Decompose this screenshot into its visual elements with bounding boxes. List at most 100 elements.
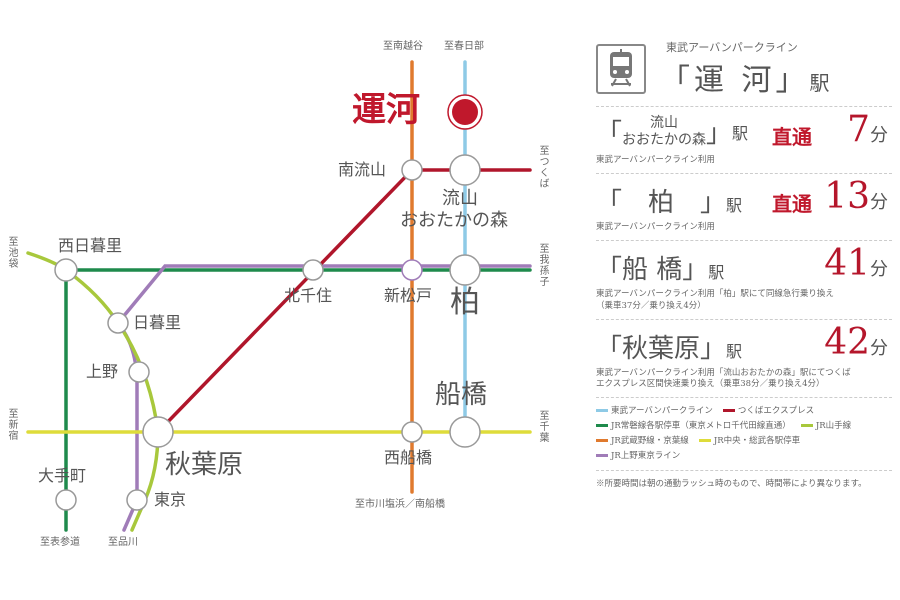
label-minaminagareyama: 南流山 <box>338 160 387 179</box>
train-icon <box>596 44 646 94</box>
label-nippori: 日暮里 <box>133 313 182 332</box>
legend-label: JR中央・総武各駅停車 <box>713 436 801 447</box>
label-tokyo: 東京 <box>154 490 187 509</box>
route-name-line1: 流山 <box>650 115 679 132</box>
route-eki: 駅 <box>732 123 749 143</box>
station-minaminagareyama <box>401 159 423 181</box>
route-unit: 分 <box>870 337 888 359</box>
legend-item: JR山手線 <box>800 419 852 434</box>
dir-tsukuba: 至つくば <box>537 145 548 189</box>
footnote: ※所要時間は朝の通勤ラッシュ時のもので、時間帯により異なります。 <box>596 478 867 489</box>
station-nippori <box>107 312 129 334</box>
dir-shinjuku: 至新宿 <box>6 408 17 441</box>
unga-label: 運河 <box>352 90 420 130</box>
panel-station-name: 「運 河」 <box>660 63 810 98</box>
access-panel: 東武アーバンパークライン 「運 河」駅 「 流山おおたかの森 」駅 直通 7分 … <box>596 38 892 489</box>
route-eki: 駅 <box>726 195 743 215</box>
label-otemachi: 大手町 <box>38 466 87 485</box>
legend-item: つくばエクスプレス <box>722 404 815 419</box>
legend-label: JR上野東京ライン <box>611 450 681 461</box>
dir-ichikawa: 至市川塩浜／南船橋 <box>355 499 445 510</box>
divider <box>596 239 892 241</box>
route-eki: 駅 <box>708 262 725 282</box>
label-nishifunabashi: 西船橋 <box>384 448 433 467</box>
divider <box>596 397 892 399</box>
route-name: 「秋葉原」 <box>596 333 727 364</box>
label-funabashi: 船橋 <box>435 380 488 410</box>
station-tokyo <box>126 489 148 511</box>
route-minutes: 13 <box>824 175 870 217</box>
divider <box>596 106 892 107</box>
dir-minamikoshigaya: 至南越谷 <box>383 41 423 52</box>
legend-label: JR武蔵野線・京葉線 <box>611 436 689 447</box>
route-eki: 駅 <box>726 341 743 361</box>
legend-swatch <box>596 409 608 413</box>
station-kitasenju <box>302 259 324 281</box>
station-ueno <box>128 361 150 383</box>
legend-item: JR常磐線各駅停車（東京メトロ千代田線直通） <box>596 419 791 434</box>
station-otemachi <box>55 489 77 511</box>
dir-omotesando: 至表参道 <box>40 537 80 548</box>
legend-item: JR中央・総武各駅停車 <box>698 434 801 449</box>
route-note: 東武アーバンパークライン利用 <box>596 221 715 232</box>
label-shinmatsudo: 新松戸 <box>384 286 433 305</box>
legend-swatch <box>698 439 711 443</box>
station-nishifunabashi <box>401 421 423 443</box>
route-direct: 直通 <box>772 191 812 216</box>
label-kitasenju: 北千住 <box>284 286 333 305</box>
label-nagareyama-1: 流山 <box>442 188 478 209</box>
route-unit: 分 <box>870 258 888 280</box>
legend-swatch <box>800 424 813 428</box>
route-minutes: 7 <box>847 109 870 150</box>
route-name-line2: おおたかの森 <box>622 131 707 148</box>
route-note-detail: エクスプレス区間快速乗り換え（乗車38分／乗り換え4分） <box>596 379 825 390</box>
panel-header: 東武アーバンパークライン 「運 河」駅 <box>596 38 892 100</box>
panel-line-name: 東武アーバンパークライン <box>666 41 798 54</box>
dir-chiba: 至千葉 <box>537 410 548 443</box>
station-shinmatsudo <box>401 259 423 281</box>
legend-label: JR山手線 <box>815 421 852 432</box>
label-nagareyama-2: おおたかの森 <box>400 210 508 231</box>
route-row: 「 流山おおたかの森 」駅 直通 7分 <box>596 109 888 150</box>
line-legend: 東武アーバンパークライン つくばエクスプレス JR常磐線各駅停車（東京メトロ千代田線… <box>596 404 892 464</box>
route-minutes: 42 <box>824 321 870 363</box>
label-ueno: 上野 <box>86 362 119 381</box>
divider <box>596 172 892 174</box>
route-row: 「 柏 」駅 直通 13分 <box>596 176 892 222</box>
legend-swatch <box>722 409 735 413</box>
station-nagareyama-otakanomori <box>449 154 481 186</box>
station-unga <box>452 99 478 125</box>
dir-shinagawa: 至品川 <box>108 537 138 548</box>
route-row: 「秋葉原」駅 42分 <box>596 322 892 368</box>
label-kashiwa: 柏 <box>450 285 480 320</box>
legend-item: 東武アーバンパークライン <box>596 404 713 419</box>
legend-swatch <box>596 424 608 428</box>
dir-kasukabe: 至春日部 <box>444 41 484 52</box>
label-nishinippori: 西日暮里 <box>58 236 123 255</box>
legend-swatch <box>596 439 608 443</box>
legend-label: つくばエクスプレス <box>737 406 815 417</box>
divider <box>596 318 892 320</box>
route-unit: 分 <box>870 125 888 146</box>
legend-item: JR上野東京ライン <box>596 449 680 464</box>
dir-ikebukuro: 至池袋 <box>6 236 17 269</box>
route-name: 「船 橋」 <box>596 254 709 285</box>
station-funabashi <box>449 416 481 448</box>
station-kashiwa <box>449 254 481 286</box>
legend-label: JR常磐線各駅停車（東京メトロ千代田線直通） <box>611 421 791 432</box>
divider <box>596 469 892 471</box>
dir-abiko: 至我孫子 <box>537 243 548 287</box>
legend-label: 東武アーバンパークライン <box>611 406 713 417</box>
route-name: 「 柏 」 <box>596 187 727 218</box>
route-note: 東武アーバンパークライン利用 <box>596 155 715 165</box>
route-minutes: 41 <box>824 242 870 284</box>
legend-swatch <box>596 453 608 457</box>
route-note: 東武アーバンパークライン利用「流山おおたかの森」駅にてつくば <box>596 367 851 378</box>
panel-eki: 駅 <box>809 71 830 95</box>
station-nishinippori <box>54 258 78 282</box>
route-unit: 分 <box>870 191 888 213</box>
label-akihabara: 秋葉原 <box>165 450 244 480</box>
legend-item: JR武蔵野線・京葉線 <box>596 434 689 449</box>
route-row: 「船 橋」駅 41分 <box>596 243 892 289</box>
